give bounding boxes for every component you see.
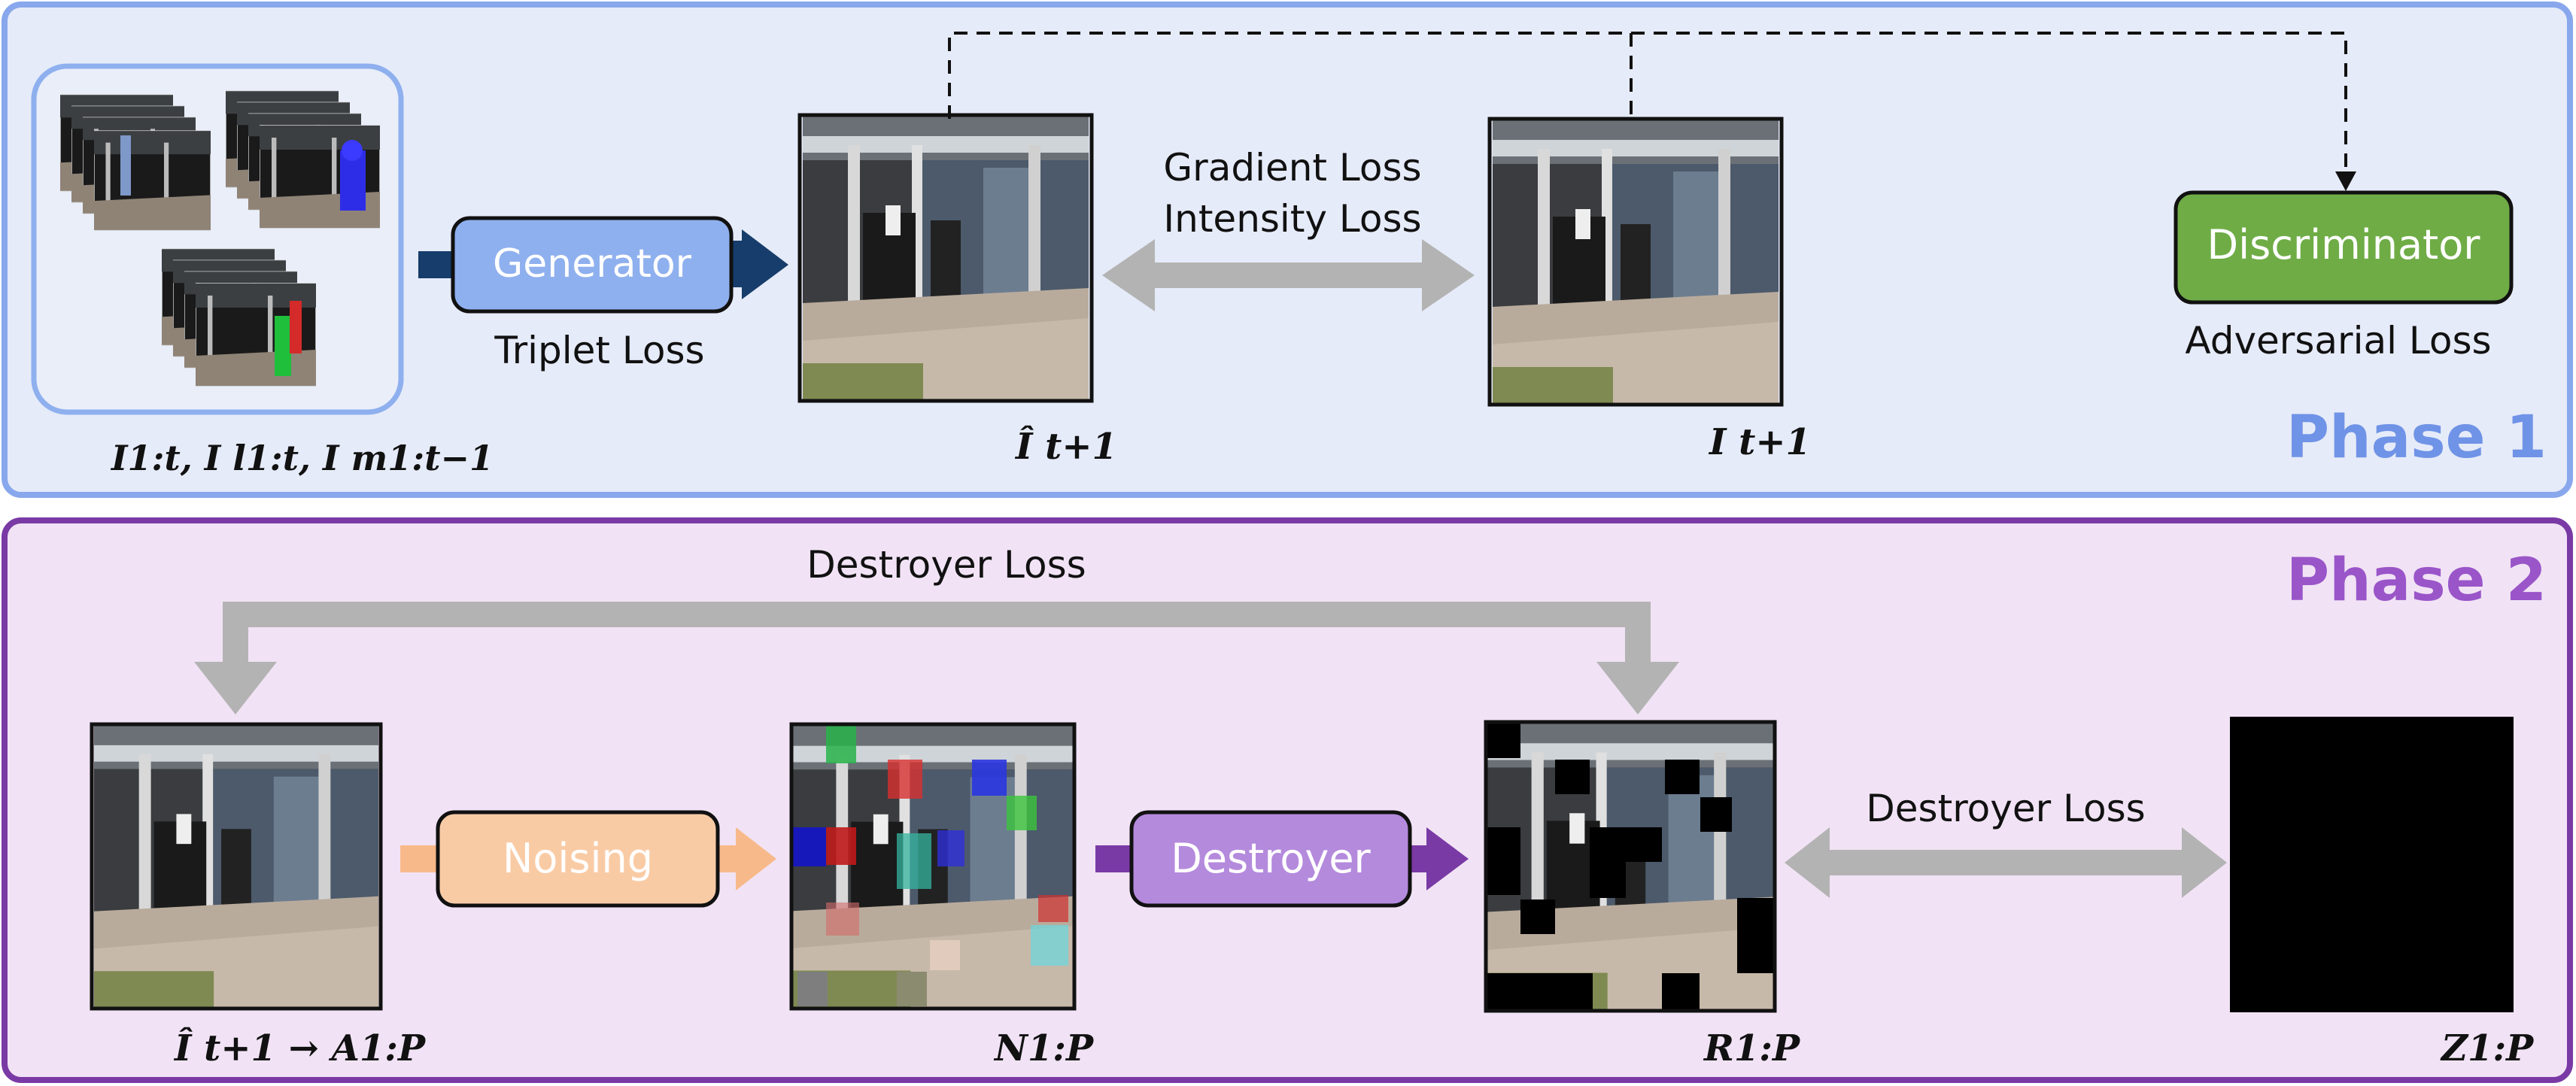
predicted-frame-label: Î t+1 [1014, 425, 1117, 468]
noised-frame-label: N1:P [993, 1027, 1095, 1069]
generator-label: Generator [493, 241, 692, 287]
destroyer-arrow [1095, 827, 1469, 890]
top-destroyer-loss-label: Destroyer Loss [807, 543, 1086, 587]
noising-box [436, 810, 720, 908]
ground-truth-frame-label: I t+1 [1708, 421, 1811, 463]
input-frames-motion [162, 248, 316, 387]
input-frames-rgb [60, 94, 211, 231]
zero-target-frame [2230, 717, 2514, 1012]
zero-target-frame-label: Z1:P [2440, 1027, 2535, 1069]
discriminator-arrowhead [2335, 171, 2356, 191]
generator-box [451, 216, 734, 314]
generator-arrow [418, 229, 788, 299]
noised-frame [789, 722, 1077, 1011]
restored-frame-label: R1:P [1703, 1027, 1801, 1069]
gradient-intensity-loss-arrow [1102, 239, 1475, 311]
input-frames-optical-flow [226, 90, 380, 229]
destroyer-label: Destroyer [1171, 835, 1371, 882]
destroyer-box [1129, 810, 1412, 908]
discriminator-box [2174, 190, 2514, 305]
triplet-loss-label: Triplet Loss [494, 329, 704, 372]
phase2-title: Phase 2 [2286, 547, 2547, 614]
adversarial-loss-label: Adversarial Loss [2185, 319, 2491, 363]
phase2-panel [2, 517, 2573, 1083]
anomaly-frame [90, 722, 383, 1011]
anomaly-frame-label: Î t+1 → A1:P [173, 1027, 427, 1069]
gradient-loss-label: Gradient Loss [1163, 146, 1421, 190]
top-destroyer-loss-arrow [194, 602, 1679, 714]
predicted-frame [797, 113, 1094, 403]
ground-truth-frame [1487, 117, 1784, 407]
discriminator-label: Discriminator [2207, 221, 2481, 268]
intensity-loss-label: Intensity Loss [1163, 197, 1421, 241]
phase1-panel [2, 2, 2573, 498]
restored-frame [1484, 720, 1777, 1013]
inputs-label: I1:t, I l1:t, I m1:t−1 [110, 438, 494, 478]
right-destroyer-loss-label: Destroyer Loss [1866, 787, 2145, 830]
phase1-title: Phase 1 [2286, 404, 2547, 472]
discriminator-dashed-connector [948, 32, 2347, 173]
noising-label: Noising [503, 835, 653, 882]
right-destroyer-loss-arrow [1785, 827, 2227, 898]
